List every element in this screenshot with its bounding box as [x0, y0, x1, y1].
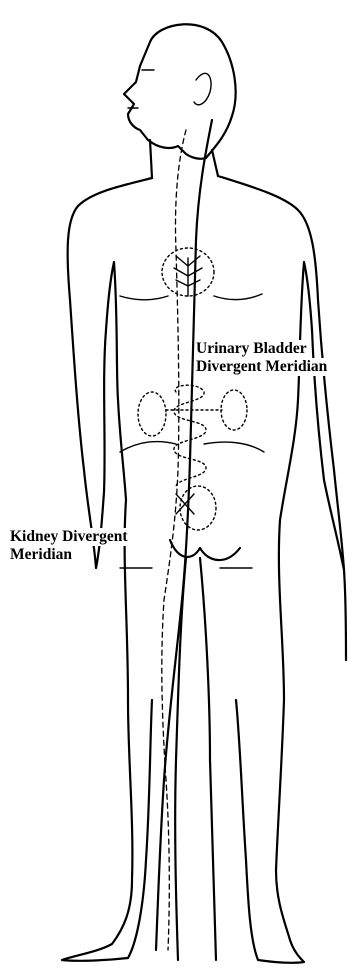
- gluteal-curve: [170, 540, 240, 560]
- bladder-region: [180, 486, 216, 530]
- iliac-crest-left: [120, 442, 176, 452]
- kidney-label-line1: Kidney Divergent: [10, 528, 128, 546]
- scapula-line-right: [214, 294, 262, 300]
- urinary-bladder-label-line1: Urinary Bladder: [196, 340, 307, 358]
- bladder-cross: [176, 494, 194, 514]
- heart-branches: [174, 256, 202, 296]
- urinary-bladder-label-line2: Divergent Meridian: [196, 358, 327, 376]
- head-outline: [124, 24, 236, 159]
- left-kidney: [138, 392, 166, 436]
- ear: [194, 73, 211, 104]
- kidney-divergent-meridian-path: [162, 130, 186, 950]
- left-side-outline: [62, 178, 152, 961]
- scapula-line-left: [120, 296, 168, 300]
- right-inner-leg: [200, 558, 216, 960]
- neck-right: [212, 150, 218, 176]
- iliac-crest-right: [204, 442, 264, 452]
- kidney-label-line2: Meridian: [10, 546, 72, 564]
- neck-left: [150, 140, 152, 178]
- urinary-bladder-divergent-meridian-path: [156, 120, 212, 950]
- right-side-outline: [218, 176, 346, 963]
- right-kidney: [221, 390, 247, 430]
